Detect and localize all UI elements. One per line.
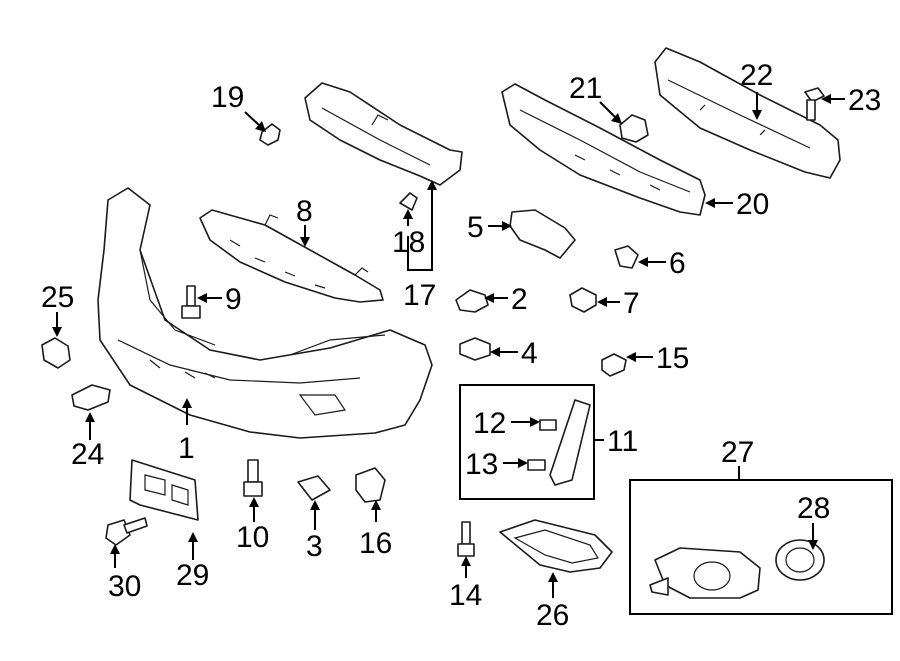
callout-3: 3 — [306, 530, 323, 563]
fog-lamp-27-drawing — [649, 547, 761, 599]
ring-28-drawing — [775, 539, 825, 581]
callout-9: 9 — [225, 283, 242, 316]
reinforcement-20-drawing — [501, 83, 706, 216]
callout-18: 18 — [392, 226, 425, 259]
callout-21: 21 — [569, 72, 602, 105]
callout-13: 13 — [465, 448, 498, 481]
callout-29: 29 — [176, 559, 209, 592]
group-box-27 — [629, 479, 893, 615]
callout-4: 4 — [521, 337, 538, 370]
clip-18-drawing — [399, 192, 418, 211]
callout-17: 17 — [403, 279, 436, 312]
molding-11-drawing — [527, 399, 591, 486]
callout-11: 11 — [607, 425, 638, 458]
fasteners-drawing — [41, 87, 825, 557]
group-box-11 — [459, 384, 595, 500]
callout-22: 22 — [740, 59, 773, 92]
leader-lines — [52, 92, 845, 598]
bumper-cover-drawing — [97, 187, 433, 439]
callout-23: 23 — [848, 84, 881, 117]
callout-6: 6 — [669, 247, 686, 280]
callout-10: 10 — [236, 521, 269, 554]
callout-26: 26 — [536, 599, 569, 632]
callout-20: 20 — [736, 188, 769, 221]
callout-27: 27 — [721, 436, 754, 469]
callout-14: 14 — [449, 579, 482, 612]
callout-labels: 1 2 3 4 5 6 7 8 9 10 11 12 13 14 15 16 1… — [41, 59, 881, 632]
callout-30: 30 — [108, 570, 141, 603]
callout-16: 16 — [359, 527, 392, 560]
callout-19: 19 — [211, 81, 244, 114]
impact-bar-22-drawing — [654, 47, 841, 179]
callout-15: 15 — [656, 342, 689, 375]
bracket-17-drawing — [304, 82, 463, 186]
callout-5: 5 — [467, 211, 484, 244]
callout-7: 7 — [623, 287, 640, 320]
absorber-8-drawing — [199, 209, 384, 303]
callout-25: 25 — [41, 281, 74, 314]
callout-28: 28 — [797, 492, 830, 525]
callout-8: 8 — [296, 195, 313, 228]
bezel-26-drawing — [499, 519, 613, 573]
callout-12: 12 — [473, 407, 506, 440]
callout-2: 2 — [511, 283, 528, 316]
callout-1: 1 — [178, 432, 195, 465]
callout-24: 24 — [71, 438, 104, 471]
